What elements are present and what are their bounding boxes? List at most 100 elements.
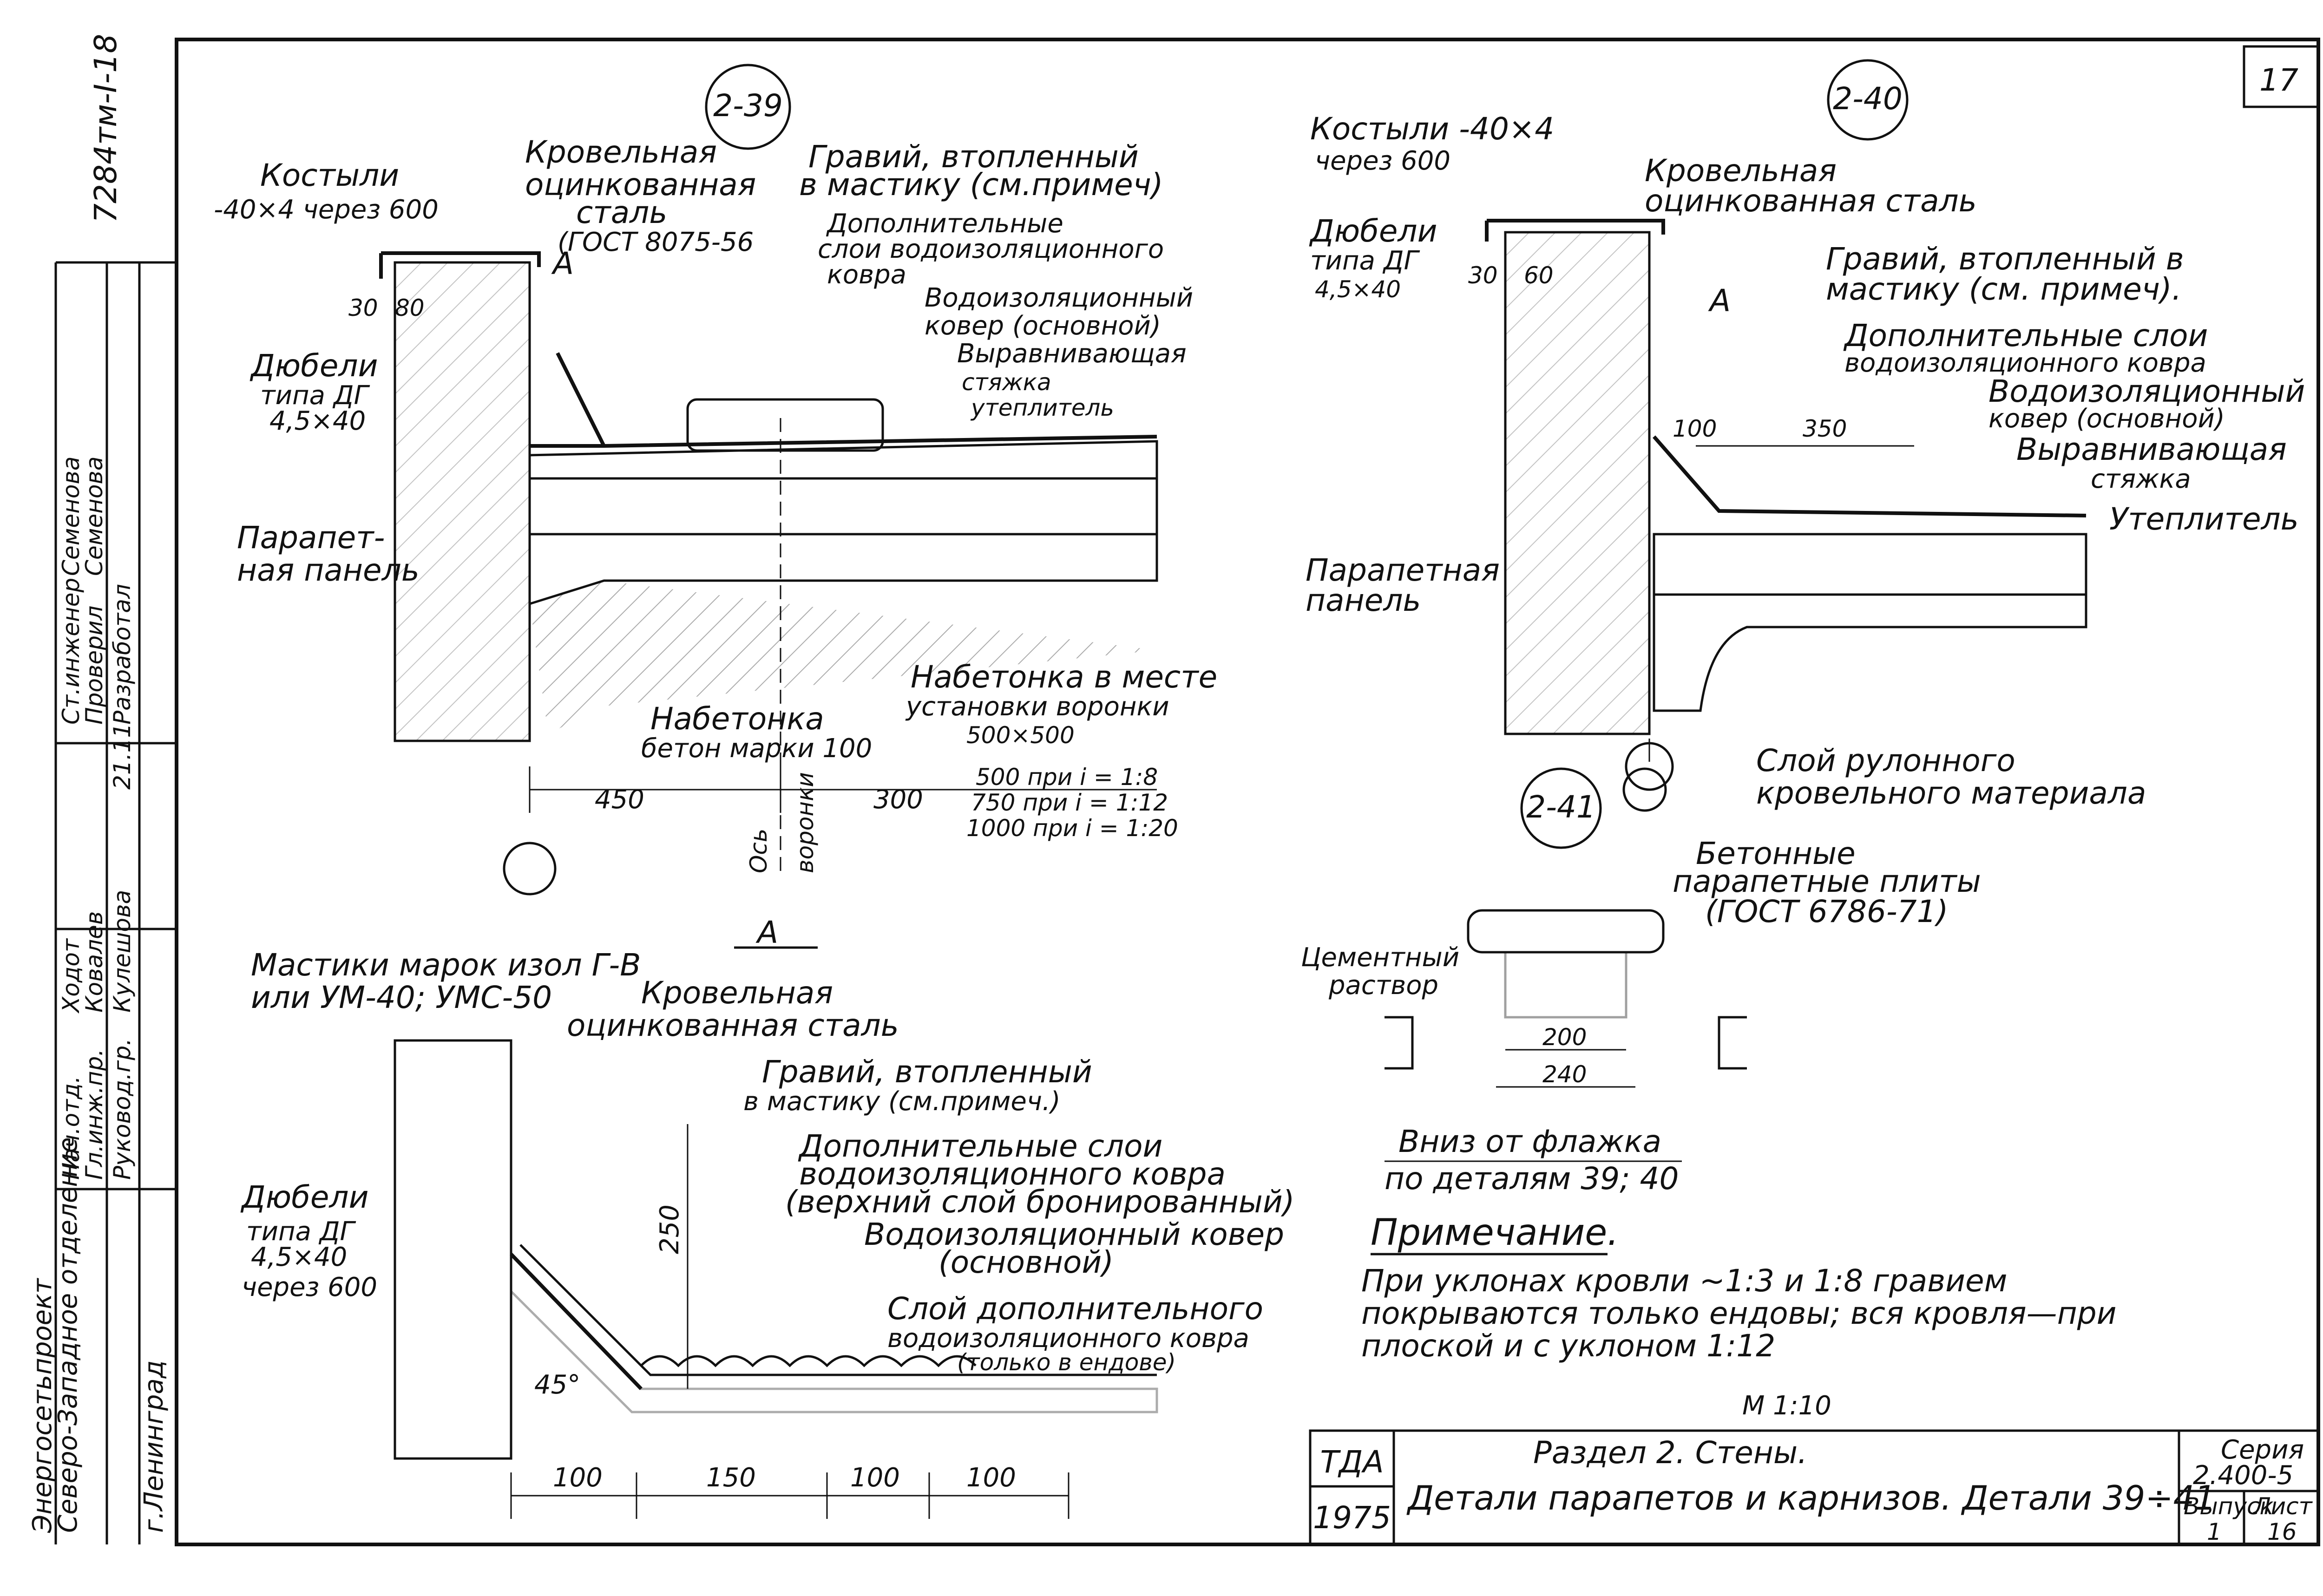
funnel-housing — [686, 398, 884, 452]
kostyli-label: Костыли — [260, 157, 399, 193]
a-waterproof-label-2: (основной) — [938, 1244, 1114, 1280]
slope-2: 750 при i = 1:12 — [971, 789, 1168, 816]
stamp-name-4: Семенова — [58, 456, 85, 576]
detail-marker-2-39 — [705, 64, 791, 150]
stamp-name-5: Семенова — [81, 456, 108, 576]
b-dim-60: 60 — [1524, 262, 1554, 289]
b-waterproof-label-2: ковер (основной) — [1988, 404, 2225, 434]
c-slab — [1467, 909, 1665, 954]
gravel-label-2: в мастику (см.примеч) — [799, 167, 1163, 203]
a-dowel-label-3: 4,5×40 — [251, 1242, 347, 1272]
b-kostyli-label-2: через 600 — [1315, 146, 1450, 176]
b-a-mark: А — [1708, 283, 1731, 319]
sheet-number: 17 — [2259, 62, 2298, 98]
a-mastic-label: Мастики марок изол Г-В — [251, 947, 641, 983]
a-waterproof-label: Водоизоляционный ковер — [864, 1217, 1284, 1252]
slab — [528, 533, 1158, 606]
waterproof-label-2: ковер (основной) — [925, 311, 1161, 341]
c-dim-200: 200 — [1542, 1024, 1587, 1051]
detail-marker-2-41 — [1520, 767, 1602, 849]
a-dim-100c: 100 — [966, 1463, 1016, 1493]
stamp-role-5: Проверил — [81, 606, 108, 725]
a-dim-100b: 100 — [850, 1463, 900, 1493]
city: г.Ленинград — [139, 1361, 169, 1533]
concrete-fill-label: Набетонка — [650, 701, 824, 737]
a-add-layers-label-3: (верхний слой бронированный) — [785, 1184, 1295, 1220]
b-insulation-label: Утеплитель — [2109, 501, 2299, 537]
tb-sheet-label: Лист — [2252, 1493, 2313, 1520]
screed-label-2: стяжка — [962, 369, 1051, 396]
tb-title: Детали парапетов и карнизов. Детали 39÷4… — [1406, 1478, 2216, 1518]
dowel-label-3: 4,5×40 — [269, 406, 366, 436]
c-mortar-label: Цементный — [1301, 942, 1459, 973]
a-dowel-label: Дюбели — [240, 1179, 369, 1215]
b-roll-layer-label: Слой рулонного — [1756, 743, 2015, 778]
detail-marker-2-40 — [1827, 59, 1909, 141]
dowel-label: Дюбели — [249, 348, 378, 384]
stamp-role-3: Руковод.гр. — [109, 1038, 136, 1180]
axis-label-2: воронки — [792, 772, 819, 873]
b-dim-100: 100 — [1673, 415, 1717, 442]
a-extra-layer-label-3: (только в ендове) — [957, 1349, 1176, 1376]
b-dowel-label-2: типа ДГ — [1310, 246, 1420, 276]
note-text-1: При уклонах кровли ~1:3 и 1:8 гравием — [1361, 1263, 2007, 1299]
a-mastic-label-2: или УМ-40; УМС-50 — [251, 980, 552, 1015]
a-dim-150: 150 — [706, 1463, 756, 1493]
stamp-role-2: Гл.инж.пр. — [81, 1049, 108, 1180]
a-extra-layer-label-2: водоизоляционного ковра — [887, 1323, 1249, 1354]
b-kostyli-label: Костыли -40×4 — [1310, 111, 1554, 147]
add-layers-label: Дополнительные — [826, 209, 1063, 239]
roof-steel-label-2: оцинкованная — [525, 167, 756, 203]
b-insulation — [1653, 533, 2087, 596]
gravel-label: Гравий, втопленный — [808, 139, 1139, 175]
a-dim-100a: 100 — [553, 1463, 603, 1493]
detail-marker-2-41-label: 2-41 — [1526, 789, 1596, 825]
coping-steel — [379, 251, 541, 279]
a-add-layers-label-2: водоизоляционного ковра — [799, 1156, 1226, 1192]
b-dim-350: 350 — [1803, 415, 1847, 442]
b-roof-steel-label: Кровельная — [1645, 153, 1837, 189]
c-slabs-label-3: (ГОСТ 6786-71) — [1705, 894, 1948, 929]
stamp-name-3: Кулешова — [109, 890, 136, 1013]
b-membrane — [1652, 435, 2087, 517]
c-slabs-label: Бетонные — [1696, 836, 1856, 871]
add-layers-label-2: слои водоизоляционного — [818, 234, 1164, 264]
title-block: ТДА 1975 Раздел 2. Стены. Детали парапет… — [1309, 1429, 2320, 1546]
kostyli-size: -40×4 через 600 — [214, 195, 439, 225]
b-roof-steel-label-2: оцинкованная сталь — [1645, 183, 1977, 219]
dowel-label-2: типа ДГ — [260, 380, 370, 411]
a-gravel-label: Гравий, втопленный — [762, 1054, 1092, 1090]
parapet-label-2: ная панель — [237, 552, 420, 588]
stamp-role-4: Ст.инженер — [58, 578, 85, 725]
funnel-size: 500×500 — [966, 722, 1075, 749]
funnel-fill-label-2: установки воронки — [905, 692, 1169, 722]
add-layers-label-3: ковра — [827, 260, 906, 290]
b-dim-30: 30 — [1468, 262, 1498, 289]
a-roof-steel-label: Кровельная — [641, 975, 833, 1011]
scale-label: М 1:10 — [1742, 1391, 1831, 1421]
b-axis-bubble — [1622, 767, 1667, 812]
tb-org: ТДА — [1320, 1444, 1384, 1480]
upturn — [556, 352, 606, 447]
b-slab — [1653, 593, 2087, 712]
concrete-grade-label: бетон марки 100 — [641, 733, 872, 764]
stamp-role-1: Нач.отд. — [58, 1076, 85, 1180]
b-screed-label: Выравнивающая — [2016, 432, 2287, 467]
tb-year: 1975 — [1313, 1500, 1391, 1536]
a-angle: 45° — [534, 1370, 580, 1400]
axis-label: Ось — [745, 829, 772, 873]
a-dowel-label-4: через 600 — [242, 1272, 377, 1302]
b-parapet-label-2: панель — [1306, 582, 1421, 618]
org-name: Энергосетьпроект — [27, 1278, 58, 1533]
insulation-label: утеплитель — [970, 394, 1114, 421]
a-dowel-label-2: типа ДГ — [246, 1217, 356, 1247]
note-title: Примечание. — [1371, 1212, 1619, 1254]
a-add-layers-label: Дополнительные слои — [798, 1128, 1162, 1164]
tb-section: Раздел 2. Стены. — [1533, 1435, 1807, 1471]
c-mortar-label-2: раствор — [1328, 970, 1438, 1001]
detail-marker-2-39-label: 2-39 — [713, 88, 783, 124]
c-dim-240: 240 — [1542, 1061, 1587, 1088]
b-dowel-label-3: 4,5×40 — [1315, 276, 1401, 303]
dim-300: 300 — [873, 785, 923, 815]
stamp-name-2: Ковалев — [81, 911, 108, 1013]
